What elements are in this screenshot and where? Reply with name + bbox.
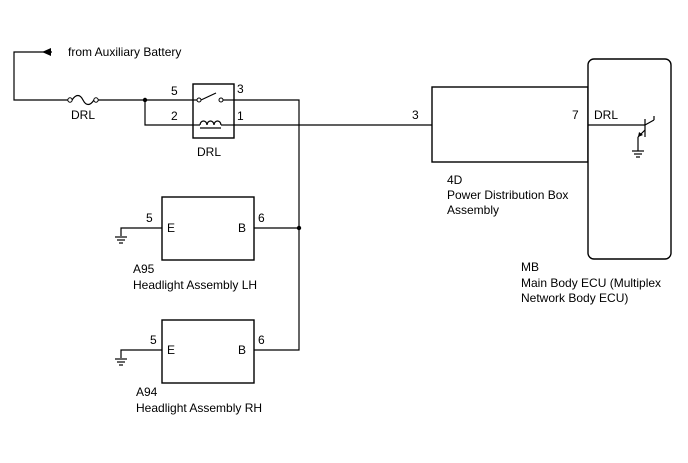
ground-icon — [115, 358, 127, 366]
pdb-name-line1: Power Distribution Box — [447, 188, 568, 202]
headlight-lh-pin-b-num: 6 — [258, 211, 265, 225]
ground-icon — [115, 236, 127, 244]
headlight-lh-pin-e-label: E — [167, 221, 175, 235]
headlight-rh-pin-e-num: 5 — [150, 333, 157, 347]
pdb-pin-right: 7 — [572, 108, 579, 122]
relay-coil-icon — [199, 120, 222, 126]
arrow-left-icon — [42, 48, 51, 56]
headlight-lh-pin-b-label: B — [238, 221, 246, 235]
pdb-name-line2: Assembly — [447, 203, 499, 217]
headlight-lh-name: Headlight Assembly LH — [133, 278, 257, 292]
relay-pin-2: 2 — [171, 109, 178, 123]
source-label: from Auxiliary Battery — [68, 45, 181, 59]
pdb-code: 4D — [447, 173, 463, 187]
relay-pin-3: 3 — [237, 82, 244, 96]
relay-box — [192, 83, 235, 139]
headlight-rh-pin-b-label: B — [238, 343, 246, 357]
headlight-rh-pin-b-num: 6 — [258, 333, 265, 347]
headlight-assembly-lh: 5 E B 6 A95 Headlight Assembly LH — [115, 196, 265, 292]
transistor-icon — [637, 116, 655, 151]
fuse-icon — [71, 94, 95, 106]
headlight-lh-code: A95 — [133, 262, 155, 276]
ground-icon — [632, 150, 644, 158]
fuse-drl: DRL — [67, 94, 99, 122]
headlight-lh-pin-e-num: 5 — [146, 211, 153, 225]
headlight-lh-box — [161, 196, 255, 261]
pdb-pin-left: 3 — [412, 108, 419, 122]
main-body-ecu: DRL MB Main Body ECU (Multiplex Network … — [521, 58, 672, 305]
fuse-label: DRL — [71, 108, 95, 122]
ecu-pin-label: DRL — [594, 108, 618, 122]
headlight-assembly-rh: 5 E B 6 A94 Headlight Assembly RH — [115, 319, 265, 415]
pdb-box — [431, 86, 589, 163]
headlight-rh-code: A94 — [136, 385, 158, 399]
relay-label: DRL — [197, 145, 221, 159]
headlight-rh-name: Headlight Assembly RH — [136, 401, 262, 415]
relay-pin-1: 1 — [237, 109, 244, 123]
switch-contact-icon — [200, 92, 217, 101]
ecu-box — [587, 58, 672, 260]
power-distribution-box: 3 7 4D Power Distribution Box Assembly — [412, 86, 589, 217]
relay-drl: 5 3 2 1 DRL — [171, 82, 244, 159]
ecu-name-line1: Main Body ECU (Multiplex — [521, 276, 661, 290]
relay-pin-5: 5 — [171, 84, 178, 98]
ecu-name-line2: Network Body ECU) — [521, 291, 628, 305]
headlight-rh-pin-e-label: E — [167, 343, 175, 357]
ecu-code: MB — [521, 260, 539, 274]
headlight-rh-box — [161, 319, 255, 384]
battery-source: from Auxiliary Battery — [13, 45, 181, 101]
